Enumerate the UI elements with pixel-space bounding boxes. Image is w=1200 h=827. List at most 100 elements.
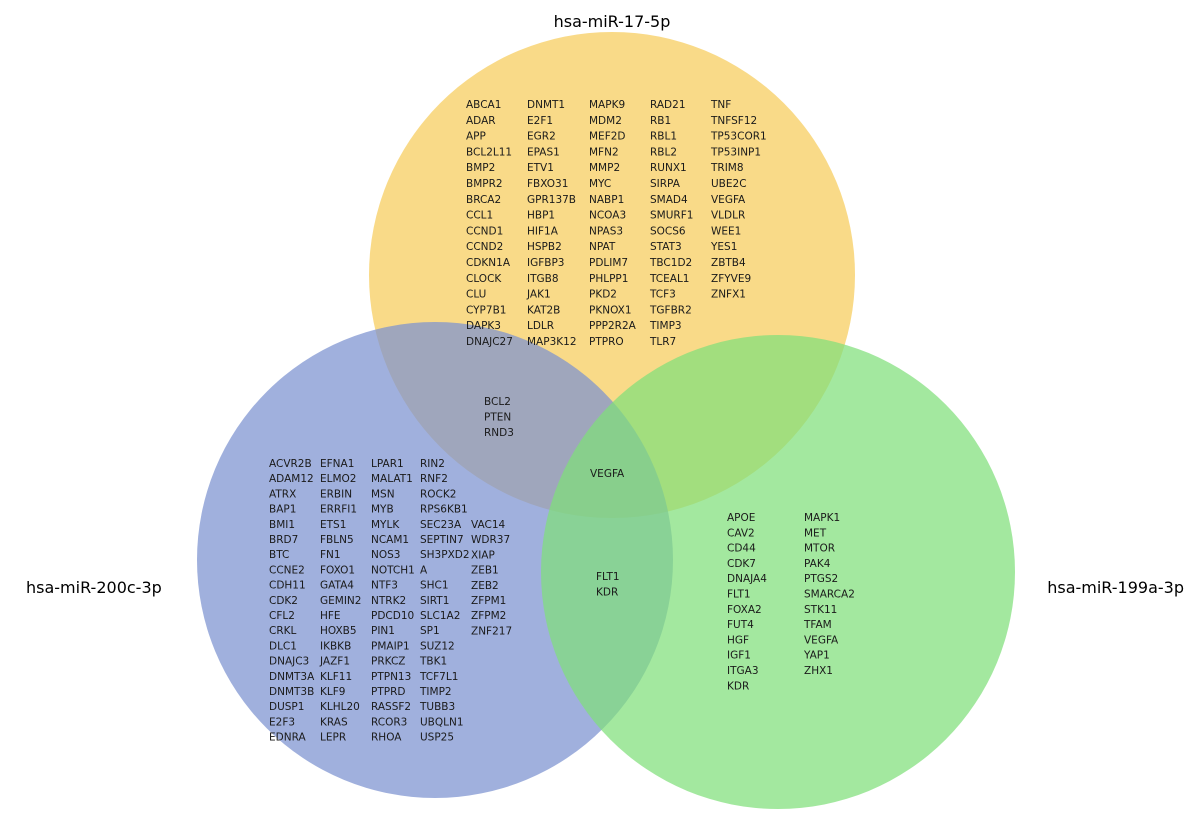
gene-label: CCL1: [466, 210, 493, 222]
gene-label: FBLN5: [320, 534, 354, 546]
gene-label: CLOCK: [466, 273, 502, 285]
gene-label: FN1: [320, 549, 341, 561]
gene-label: PAK4: [804, 558, 831, 570]
gene-label: SP1: [420, 625, 440, 637]
gene-label: CDK2: [269, 595, 298, 607]
gene-label: TP53INP1: [710, 146, 761, 158]
gene-label: YAP1: [803, 650, 830, 662]
gene-label: DNAJC3: [269, 656, 309, 668]
gene-label: SH3PXD2: [420, 549, 470, 561]
genes-mir200-only: ACVR2BADAM12ATRXBAP1BMI1BRD7BTCCCNE2CDH1…: [269, 458, 512, 744]
gene-label: DAPK3: [466, 320, 501, 332]
gene-label: FUT4: [727, 619, 754, 631]
gene-label: STK11: [804, 604, 837, 616]
gene-label: MSN: [371, 488, 395, 500]
gene-label: SIRT1: [420, 595, 449, 607]
gene-label: ERBIN: [320, 488, 352, 500]
gene-label: ZEB1: [471, 565, 499, 577]
gene-label: SMARCA2: [804, 589, 855, 601]
gene-label: HGF: [727, 634, 749, 646]
gene-label: LDLR: [527, 320, 554, 332]
gene-label: IGFBP3: [527, 257, 565, 269]
gene-label: CAV2: [727, 527, 755, 539]
gene-label: PTEN: [484, 412, 511, 424]
gene-label: SUZ12: [420, 640, 455, 652]
gene-label: DLC1: [269, 640, 297, 652]
gene-label: EPAS1: [527, 146, 560, 158]
gene-label: CDH11: [269, 580, 306, 592]
circle-mir199: [541, 335, 1015, 809]
gene-label: GEMIN2: [320, 595, 361, 607]
gene-label: ACVR2B: [269, 458, 312, 470]
gene-label: ADAM12: [269, 473, 314, 485]
gene-label: RBL2: [650, 146, 677, 158]
gene-label: TLR7: [649, 336, 676, 348]
gene-label: NPAS3: [589, 225, 623, 237]
gene-label: KLF9: [320, 686, 345, 698]
gene-label: ERRFI1: [320, 504, 357, 516]
gene-label: CYP7B1: [466, 304, 506, 316]
gene-label: RASSF2: [371, 701, 411, 713]
gene-label: ITGB8: [527, 273, 559, 285]
gene-label: E2F1: [527, 115, 553, 127]
gene-label: BMPR2: [466, 178, 503, 190]
set-label-mir17: hsa-miR-17-5p: [554, 12, 671, 31]
gene-label: SMAD4: [650, 194, 688, 206]
gene-label: KLHL20: [320, 701, 360, 713]
gene-label: BCL2L11: [466, 146, 512, 158]
gene-label: MET: [804, 527, 827, 539]
gene-label: MAPK1: [804, 512, 840, 524]
gene-label: TGFBR2: [649, 304, 692, 316]
gene-label: BCL2: [484, 396, 511, 408]
gene-label: PPP2R2A: [589, 320, 637, 332]
gene-label: TFAM: [803, 619, 832, 631]
gene-label: KRAS: [320, 716, 348, 728]
gene-label: ADAR: [466, 115, 496, 127]
gene-label: RBL1: [650, 131, 677, 143]
gene-label: NOTCH1: [371, 564, 415, 576]
gene-label: ZFYVE9: [711, 273, 751, 285]
gene-label: TBC1D2: [649, 257, 692, 269]
gene-label: BTC: [269, 549, 289, 561]
gene-label: DNMT3B: [269, 686, 314, 698]
gene-label: ZBTB4: [711, 257, 746, 269]
gene-label: GPR137B: [527, 194, 576, 206]
gene-label: MYB: [371, 504, 394, 516]
gene-label: KDR: [727, 680, 749, 692]
gene-label: CLU: [466, 289, 486, 301]
gene-label: ZFPM1: [471, 595, 506, 607]
gene-label: EDNRA: [269, 732, 306, 744]
gene-label: ZHX1: [804, 665, 833, 677]
gene-label: FOXO1: [320, 564, 355, 576]
gene-label: WDR37: [471, 534, 510, 546]
gene-label: FBXO31: [527, 178, 568, 190]
gene-label: JAZF1: [319, 656, 350, 668]
gene-label: TCEAL1: [649, 273, 689, 285]
genes-mir199-only: APOECAV2CD44CDK7DNAJA4FLT1FOXA2FUT4HGFIG…: [727, 512, 855, 692]
genes-mir17-only: ABCA1ADARAPPBCL2L11BMP2BMPR2BRCA2CCL1CCN…: [466, 99, 767, 348]
gene-label: VEGFA: [590, 468, 625, 480]
gene-label: SIRPA: [650, 178, 681, 190]
gene-label: SEPTIN7: [420, 534, 464, 546]
gene-label: BRD7: [269, 534, 298, 546]
gene-label: FLT1: [596, 571, 620, 583]
gene-label: ITGA3: [727, 665, 759, 677]
gene-label: HBP1: [527, 210, 555, 222]
gene-label: HSPB2: [527, 241, 562, 253]
gene-label: RCOR3: [371, 716, 407, 728]
gene-label: PHLPP1: [589, 273, 628, 285]
gene-label: A: [420, 564, 428, 576]
gene-label: VAC14: [471, 519, 506, 531]
gene-label: RHOA: [371, 732, 402, 744]
gene-label: SLC1A2: [420, 610, 460, 622]
gene-label: NOS3: [371, 549, 400, 561]
gene-label: PDCD10: [371, 610, 414, 622]
gene-label: YES1: [710, 241, 737, 253]
gene-label: TCF7L1: [419, 671, 458, 683]
gene-label: PRKCZ: [371, 656, 405, 668]
gene-label: ETV1: [527, 162, 554, 174]
gene-label: LEPR: [320, 732, 346, 744]
